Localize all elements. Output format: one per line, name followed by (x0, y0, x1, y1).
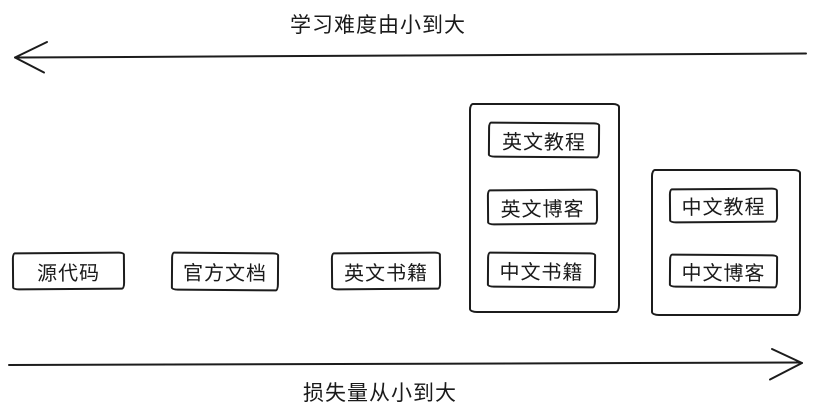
bottom-axis-label: 损失量从小到大 (303, 382, 457, 405)
node-english-tutorials: 英文教程 (487, 121, 601, 159)
node-chinese-tutorials: 中文教程 (668, 187, 779, 224)
top-axis-label: 学习难度由小到大 (290, 14, 466, 37)
node-chinese-blogs: 中文博客 (668, 253, 779, 289)
left-arrow-icon (14, 41, 807, 74)
node-chinese-books: 中文书籍 (486, 251, 597, 289)
right-arrow-icon (8, 348, 803, 381)
node-source-code: 源代码 (11, 251, 126, 291)
node-english-books: 英文书籍 (330, 251, 442, 291)
node-english-blogs: 英文博客 (486, 188, 599, 226)
node-official-docs: 官方文档 (170, 251, 280, 292)
